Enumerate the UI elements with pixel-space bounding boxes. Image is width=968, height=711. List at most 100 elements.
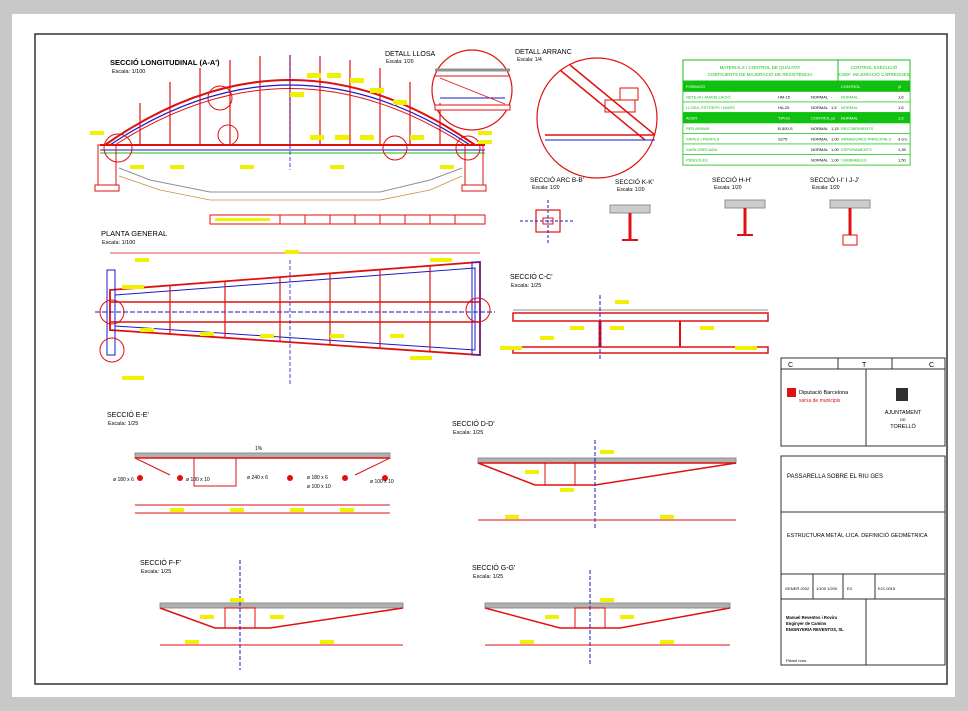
table-header-2b: COEF. MAJORACIÓ CÀRREGUES: [838, 71, 909, 77]
arc-bb-scale: Escala: 1/20: [532, 185, 560, 191]
section-ff: SECCIÓ F-F' Escala: 1/25: [140, 558, 404, 670]
table-cell-name: PÈNDOLES: [686, 158, 708, 163]
table-cell-name: NETEJA I ANIVELLACIÓ: [686, 95, 730, 100]
torello-shield-icon: [896, 388, 908, 401]
table-row: [682, 80, 911, 92]
table-cell-control: NORMAL: [811, 105, 829, 110]
cc-title: SECCIÓ C-C': [510, 272, 553, 281]
diputacio-logo-icon: [787, 388, 796, 397]
table-cell-ctrl: ESPORAMENTS: [841, 147, 872, 152]
cartouche-letter-1: C: [788, 362, 793, 369]
gg-title: SECCIÓ G-G': [472, 563, 515, 572]
long-scale: Escala: 1/100: [112, 69, 145, 75]
meta-num: E3: [847, 586, 853, 591]
ee-label-6: ø 100 x 10: [370, 479, 394, 485]
section-hh: SECCIÓ H-H' Escala: 1/20: [712, 175, 766, 236]
table-cell-ctrl: NORMAL: [841, 116, 859, 121]
table-cell-ctrl: RECOBRIMENTS: [841, 126, 874, 131]
table-cell-gf: 1,50: [898, 158, 907, 163]
table-cell-gf: 1,35: [898, 147, 907, 152]
table-cell-gf: γf: [898, 84, 902, 89]
author-3: ENGINYERIA REVENTOS, SL: [786, 627, 844, 632]
table-header-1a: MATERIALS I CONTROL DE QUALITAT: [720, 65, 801, 70]
ij-title: SECCIÓ I-I' I J-J': [810, 175, 859, 184]
table-cell-name: LLOSA, ESTREPS I MURS: [686, 105, 735, 110]
dd-title: SECCIÓ D-D': [452, 419, 495, 428]
table-cell-name: XAPA GRECADA: [686, 147, 717, 152]
arc-bb-title: SECCIÓ ARC B-B': [530, 175, 584, 184]
table-cell-control: NORMAL: [811, 158, 829, 163]
table-cell-tipus: HA-25: [778, 105, 790, 110]
gg-scale: Escala: 1/25: [473, 574, 503, 580]
ee-label-1: ø 180 x 6: [113, 477, 134, 483]
materials-table: MATERIALS I CONTROL DE QUALITAT COEFICIE…: [682, 59, 911, 166]
drawing-name: ESTRUCTURA METÀL·LICA. DEFINICIÓ GEOMÈTR…: [787, 532, 928, 539]
table-cell-tipus: S275: [778, 137, 788, 142]
table-cell-gf: 1,6: [898, 105, 904, 110]
table-cell-name: FORMIGÓ: [686, 84, 705, 89]
section-gg: SECCIÓ G-G' Escala: 1/25: [472, 563, 731, 665]
ajunt-de: DE: [900, 417, 906, 422]
kk-scale: Escala: 1/20: [617, 187, 645, 193]
section-cc: SECCIÓ C-C' Escala: 1/25: [500, 272, 769, 360]
table-cell-gf: 1,6: [898, 116, 904, 121]
section-ee: SECCIÓ E-E' Escala: 1/25 1% ø 180 x 6 ø …: [107, 410, 394, 514]
table-cell-coef: 1,00: [831, 147, 840, 152]
table-cell-name: PER ARMAR: [686, 126, 710, 131]
table-cell-control: NORMAL: [811, 95, 829, 100]
author-1: Manuel Reventos i Rovira: [786, 615, 838, 620]
table-cell-coef: 1,00: [831, 137, 840, 142]
ff-scale: Escala: 1/25: [141, 569, 171, 575]
table-cell-ctrl: ARMADURES PRINCIPALS: [841, 137, 891, 142]
table-cell-ctrl: NORMAL: [841, 95, 859, 100]
table-cell-control: NORMAL: [811, 137, 829, 142]
client-name: Diputació Barcelona: [799, 390, 849, 396]
ee-label-5: ø 100 x 10: [307, 484, 331, 490]
ee-title: SECCIÓ E-E': [107, 410, 149, 419]
cartouche-letter-3: C: [929, 362, 934, 369]
planta-title: PLANTA GENERAL: [101, 229, 167, 238]
ff-title: SECCIÓ F-F': [140, 558, 181, 567]
detall-arranc-title: DETALL ARRANC: [515, 49, 572, 56]
detall-llosa-title: DETALL LLOSA: [385, 51, 436, 58]
meta-scale: 1/100 1/200: [816, 586, 838, 591]
client-sub: xarxa de municipis: [799, 398, 841, 404]
table-cell-coef: -: [831, 95, 833, 100]
table-row: [682, 143, 911, 155]
section-dd: SECCIÓ D-D' Escala: 1/25: [452, 419, 737, 530]
meta-sheet: E21.0015: [878, 586, 896, 591]
table-cell-coef: γs: [831, 116, 835, 121]
longitudinal-section: SECCIÓ LONGITUDINAL (A-A') Escala: 1/100: [90, 55, 492, 225]
table-cell-name: XAPES I PERFILS: [686, 137, 720, 142]
detall-arranc-scale: Escala: 1/4: [517, 57, 542, 63]
section-kk: SECCIÓ K-K' Escala: 1/20: [609, 177, 654, 241]
ee-slope: 1%: [255, 446, 263, 452]
table-cell-ctrl: CAMBIABLES: [841, 158, 867, 163]
planta-scale: Escala: 1/100: [102, 240, 135, 246]
table-cell-coef: 1,15: [831, 126, 840, 131]
dd-scale: Escala: 1/25: [453, 430, 483, 436]
table-header-2a: CONTROL EXECUCIÓ: [851, 64, 898, 70]
detall-llosa-scale: Escala: 1/20: [386, 59, 414, 65]
long-title: SECCIÓ LONGITUDINAL (A-A'): [110, 58, 220, 67]
table-cell-name: ACER: [686, 116, 697, 121]
table-cell-tipus: HM-15: [778, 95, 791, 100]
ajunt-city: TORELLÓ: [890, 423, 916, 430]
ee-label-2: ø 100 x 10: [186, 477, 210, 483]
table-row: [682, 154, 911, 166]
table-cell-control: CONTROL: [811, 116, 831, 121]
table-cell-gf: 1,6: [898, 95, 904, 100]
table-cell-tipus: TIPUS: [778, 116, 790, 121]
detall-arranc: DETALL ARRANC Escala: 1/4: [515, 49, 658, 179]
hh-scale: Escala: 1/20: [714, 185, 742, 191]
table-cell-ctrl: CONTROL: [841, 84, 861, 89]
table-row: [682, 122, 911, 134]
table-cell-tipus: B-500-S: [778, 126, 793, 131]
table-header-1b: COEFICIENTS DE MAJORACIÓ DE RESISTÈNCIA: [708, 71, 813, 77]
meta-date: GENER 2002: [785, 586, 810, 591]
section-ij: SECCIÓ I-I' I J-J' Escala: 1/20: [810, 175, 871, 246]
cartouche-letter-2: T: [862, 362, 867, 369]
table-row: [682, 112, 911, 124]
ajunt-name: AJUNTAMENT: [885, 410, 922, 416]
